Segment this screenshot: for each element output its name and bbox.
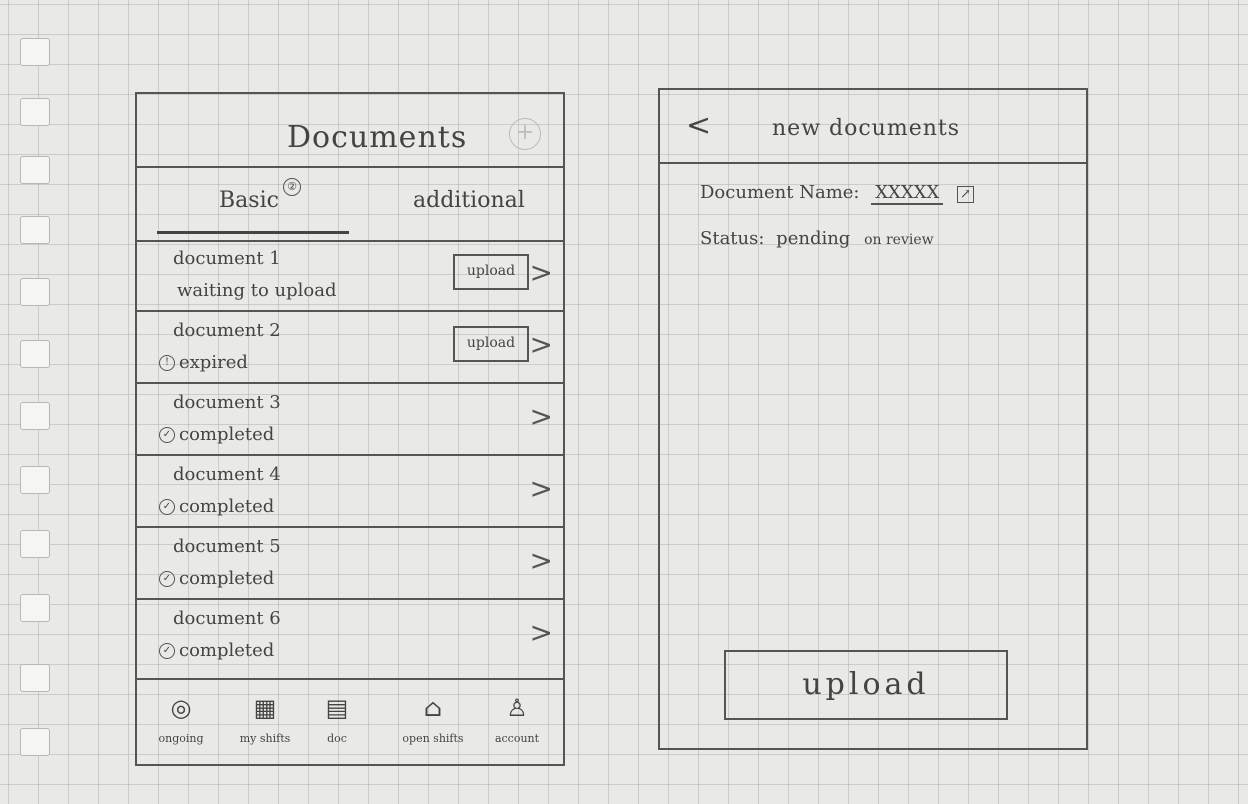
list-item[interactable]: document 6 ✓completed > <box>137 600 563 670</box>
status-text: completed <box>179 640 275 661</box>
document-status: ✓completed <box>159 568 274 589</box>
chevron-right-icon[interactable]: > <box>529 400 553 433</box>
header: < new documents <box>660 90 1086 164</box>
tab-bar: Basic ② additional <box>137 166 563 242</box>
list-item[interactable]: document 3 ✓completed > <box>137 384 563 456</box>
page-title: Documents <box>287 120 468 155</box>
status-note: on review <box>864 232 934 248</box>
chevron-right-icon[interactable]: > <box>529 328 553 361</box>
ring-hole <box>20 530 50 558</box>
nav-label: ongoing <box>158 732 204 745</box>
chevron-right-icon[interactable]: > <box>529 544 553 577</box>
header: Documents + <box>137 94 563 168</box>
ring-hole <box>20 340 50 368</box>
check-circle-icon: ✓ <box>159 571 175 587</box>
document-name: document 6 <box>173 608 281 629</box>
ring-hole <box>20 216 50 244</box>
check-circle-icon: ✓ <box>159 427 175 443</box>
document-name: document 1 <box>173 248 281 269</box>
clock-icon: ◎ <box>170 694 192 722</box>
tab-basic-badge: ② <box>283 178 301 196</box>
ring-hole <box>20 466 50 494</box>
ring-hole <box>20 728 50 756</box>
nav-open-shifts[interactable]: ⌂ open shifts <box>393 694 473 745</box>
list-item[interactable]: document 1 waiting to upload upload > <box>137 240 563 312</box>
nav-label: my shifts <box>239 732 291 745</box>
nav-ongoing[interactable]: ◎ ongoing <box>141 694 221 745</box>
tab-basic[interactable]: Basic <box>219 188 279 213</box>
document-list: document 1 waiting to upload upload > do… <box>137 240 563 670</box>
status-text: waiting to upload <box>177 280 337 301</box>
document-status: !expired <box>159 352 248 373</box>
document-status: ✓completed <box>159 640 274 661</box>
tab-additional[interactable]: additional <box>413 188 525 213</box>
status-text: completed <box>179 568 275 589</box>
ring-hole <box>20 156 50 184</box>
upload-button[interactable]: upload <box>453 254 529 290</box>
chevron-right-icon[interactable]: > <box>529 256 553 289</box>
document-name-value: XXXXX <box>871 182 944 205</box>
ring-hole <box>20 98 50 126</box>
status-row: Status: pending on review <box>700 228 934 249</box>
notebook-ring-holes <box>0 0 60 804</box>
document-name-row: Document Name: XXXXX ↗ <box>700 182 974 205</box>
ring-hole <box>20 38 50 66</box>
nav-my-shifts[interactable]: ▦ my shifts <box>225 694 305 745</box>
document-name-label: Document Name: <box>700 182 860 203</box>
list-item[interactable]: document 4 ✓completed > <box>137 456 563 528</box>
page-title: new documents <box>772 116 961 141</box>
home-icon: ⌂ <box>423 694 443 722</box>
nav-doc[interactable]: ▤ doc <box>297 694 377 745</box>
document-name: document 5 <box>173 536 281 557</box>
chevron-right-icon[interactable]: > <box>529 472 553 505</box>
ring-hole <box>20 278 50 306</box>
document-name: document 3 <box>173 392 281 413</box>
chevron-right-icon[interactable]: > <box>529 616 553 649</box>
check-circle-icon: ✓ <box>159 499 175 515</box>
nav-label: doc <box>327 732 347 745</box>
edit-icon[interactable]: ↗ <box>957 186 974 203</box>
status-value: pending <box>776 228 851 249</box>
bottom-nav: ◎ ongoing ▦ my shifts ▤ doc ⌂ open shift… <box>137 678 563 764</box>
check-circle-icon: ✓ <box>159 643 175 659</box>
tab-basic-label: Basic <box>219 188 279 213</box>
ring-hole <box>20 664 50 692</box>
alert-icon: ! <box>159 355 175 371</box>
nav-account[interactable]: ♙ account <box>477 694 557 745</box>
nav-label: open shifts <box>402 732 464 745</box>
list-item[interactable]: document 2 !expired upload > <box>137 312 563 384</box>
status-label: Status: <box>700 228 765 249</box>
tab-additional-label: additional <box>413 188 525 213</box>
ring-hole <box>20 594 50 622</box>
status-text: completed <box>179 424 275 445</box>
document-name: document 4 <box>173 464 281 485</box>
documents-screen: Documents + Basic ② additional document … <box>135 92 565 766</box>
add-icon[interactable]: + <box>509 118 541 150</box>
document-status: waiting to upload <box>177 280 336 301</box>
document-status: ✓completed <box>159 496 274 517</box>
nav-label: account <box>494 732 540 745</box>
document-status: ✓completed <box>159 424 274 445</box>
list-item[interactable]: document 5 ✓completed > <box>137 528 563 600</box>
ring-hole <box>20 402 50 430</box>
tab-active-indicator <box>157 231 349 234</box>
back-icon[interactable]: < <box>686 108 712 143</box>
new-documents-screen: < new documents Document Name: XXXXX ↗ S… <box>658 88 1088 750</box>
status-text: completed <box>179 496 275 517</box>
upload-button[interactable]: upload <box>724 650 1008 720</box>
calendar-icon: ▦ <box>253 694 277 722</box>
status-text: expired <box>179 352 248 373</box>
document-icon: ▤ <box>325 694 349 722</box>
upload-button[interactable]: upload <box>453 326 529 362</box>
document-name: document 2 <box>173 320 281 341</box>
user-icon: ♙ <box>506 694 528 722</box>
